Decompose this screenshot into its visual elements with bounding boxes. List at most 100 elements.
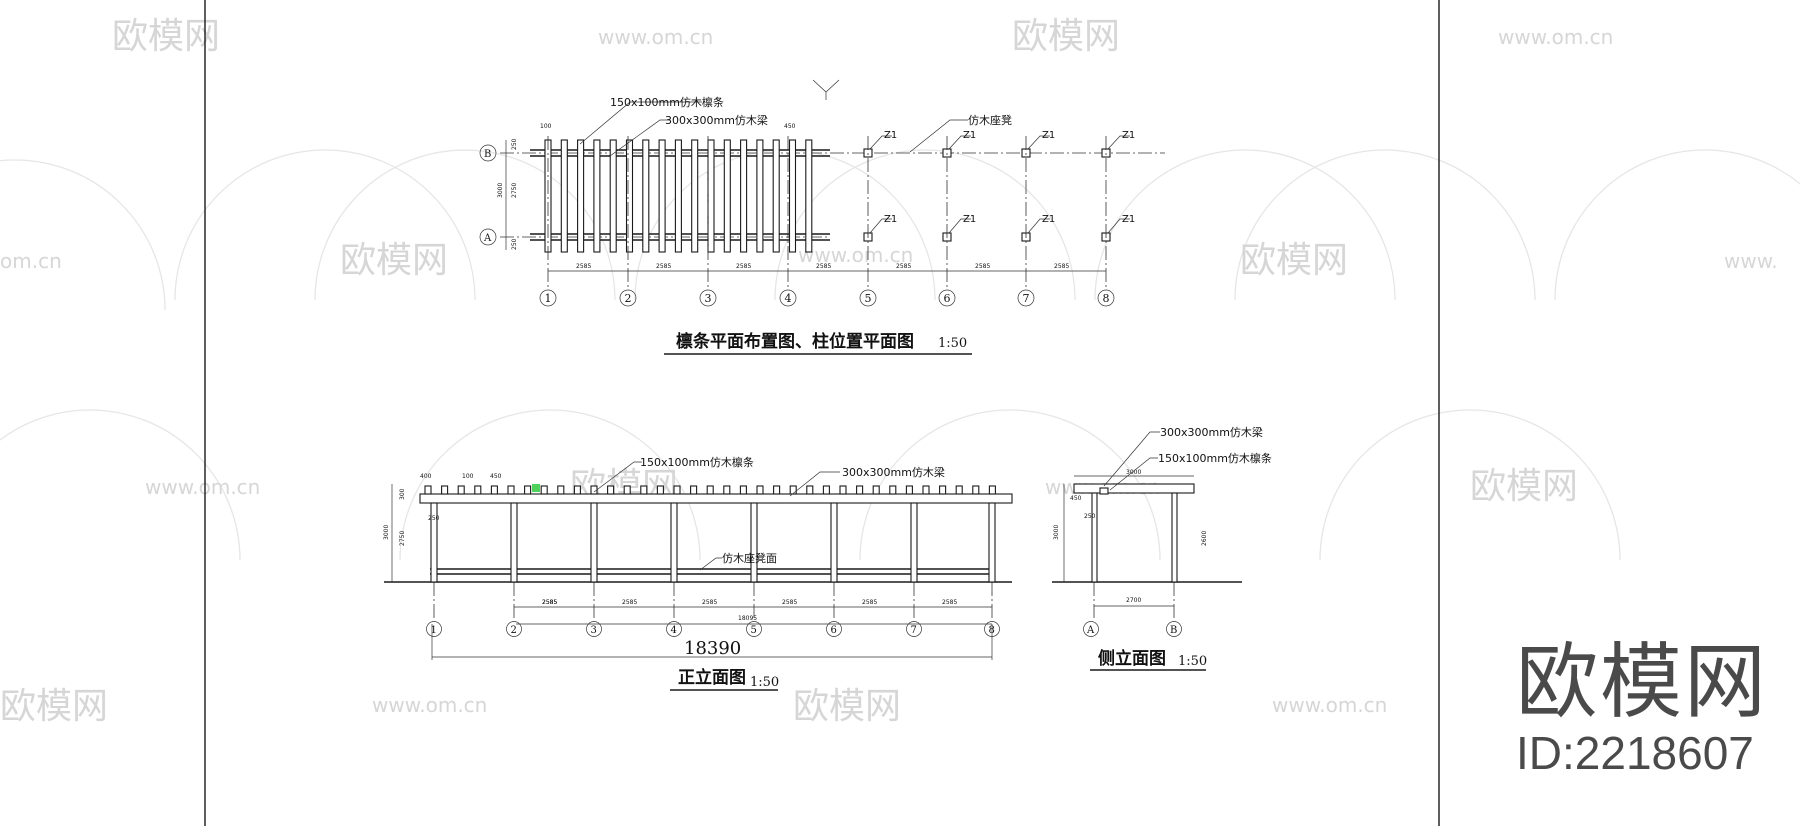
watermark-arc-8 [0, 409, 241, 561]
front-span-dim-1: 2585 [542, 599, 557, 606]
front-left-dim-clear: 2750 [399, 531, 406, 546]
front-purlin-21 [773, 485, 781, 495]
plan-axis-label-2: 3 [705, 292, 712, 305]
front-span-dim-6: 2585 [942, 599, 957, 606]
plan-axis-bubble-2 [699, 289, 717, 307]
plan-column-tag-a-4: Z1 [884, 214, 897, 225]
watermark-logo-3: 欧模网 [1240, 240, 1348, 281]
front-purlin-17 [706, 485, 714, 495]
side-scale: 1:50 [1178, 654, 1207, 669]
front-purlin-3 [474, 485, 482, 495]
front-top-dim-spacing: 450 [490, 473, 502, 480]
front-purlin-30 [922, 485, 930, 495]
plan-purlin-14 [772, 139, 780, 253]
plan-axis-bubble-3 [779, 289, 797, 307]
plan-span-dim-0: 2585 [576, 263, 591, 270]
front-purlin-0 [424, 485, 432, 495]
watermark-url-prefix: www. [1724, 249, 1778, 273]
plan-axis-bubble-1 [619, 289, 637, 307]
plan-column-leader-b-7 [1107, 135, 1130, 150]
front-purlin-27 [872, 485, 880, 495]
front-column-2 [590, 502, 598, 583]
callout-front-purlin: 150x100mm仿木檩条 [640, 455, 754, 469]
plan-span-dim-6: 2585 [1054, 263, 1069, 270]
front-purlin-32 [955, 485, 963, 495]
plan-purlin-12 [740, 139, 748, 253]
watermark-logo-6: 欧模网 [793, 686, 901, 727]
plan-top-dim-spacing: 450 [784, 123, 796, 130]
side-height-dim-right: 2600 [1201, 531, 1208, 546]
plan-top-dim-purlin: 100 [540, 123, 552, 130]
front-purlin-33 [972, 485, 980, 495]
front-purlin-16 [690, 485, 698, 495]
front-span-dim-5: 2585 [862, 599, 877, 606]
front-purlin-11 [607, 485, 615, 495]
watermark-arc-0 [0, 159, 166, 311]
side-height-dim-col: 250 [1084, 513, 1096, 520]
front-axis-label-6: 7 [911, 625, 917, 636]
front-axis-label-1: 2 [511, 625, 517, 636]
side-top-dim: 3000 [1126, 469, 1141, 476]
watermark-url-6: www.om.cn [798, 243, 913, 267]
front-purlin-24 [822, 485, 830, 495]
front-highlight-mark [532, 484, 540, 492]
plan-axis-label-5: 6 [944, 292, 951, 305]
front-purlin-19 [739, 485, 747, 495]
leader-plan-purlin [579, 101, 702, 145]
callout-plan-beam: 300x300mm仿木梁 [665, 113, 768, 127]
front-purlin-29 [905, 485, 913, 495]
plan-axis-bubble-4 [859, 289, 877, 307]
side-top-beam [1073, 483, 1195, 494]
north-arrow-icon [812, 79, 840, 100]
plan-span-dim-3: 2585 [816, 263, 831, 270]
plan-column-leader-a-5 [948, 218, 971, 234]
watermark-url-0: www.om.cn [598, 25, 713, 49]
front-axis-label-5: 6 [831, 625, 837, 636]
plan-column-tag-b-7: Z1 [1122, 130, 1135, 141]
front-axis-label-4: 5 [751, 625, 757, 636]
plan-purlin-7 [658, 139, 666, 253]
plan-axis-bubble-7 [1097, 289, 1115, 307]
front-span-dim-0: 2585 [542, 599, 557, 606]
plan-purlin-1 [560, 139, 568, 253]
plan-purlin-10 [707, 139, 715, 253]
front-overall-dim: 18095 [738, 615, 757, 622]
front-top-dim-purlin: 100 [462, 473, 474, 480]
front-axis-bubble-6 [906, 621, 922, 637]
plan-axis-label-b: B [484, 149, 491, 160]
plan-purlin-3 [593, 139, 601, 253]
front-purlin-6 [524, 485, 532, 495]
plan-left-dim-inner: 2750 [511, 183, 518, 198]
callout-side-purlin: 150x100mm仿木檩条 [1158, 451, 1272, 465]
plan-purlin-6 [642, 139, 650, 253]
side-axis-label-a: A [1086, 625, 1095, 636]
watermark-url-fragment: om.cn [0, 249, 62, 273]
front-purlin-2 [457, 485, 465, 495]
front-purlin-22 [789, 485, 797, 495]
leader-front-seat [699, 557, 722, 571]
brand-name: 欧模网 [1516, 635, 1769, 730]
plan-span-dim-1: 2585 [656, 263, 671, 270]
plan-axis-bubble-6 [1017, 289, 1035, 307]
front-left-dim-col: 250 [428, 515, 440, 522]
plan-purlin-2 [577, 139, 585, 253]
plan-left-dim-bottom: 250 [511, 238, 518, 250]
watermark-logo-1: 欧模网 [1012, 16, 1120, 57]
front-purlin-group [424, 485, 996, 495]
watermark-arc-5 [1094, 149, 1396, 301]
watermark-arc-6 [1234, 149, 1536, 301]
side-column-a [1091, 492, 1098, 583]
plan-left-dim-total: 3000 [497, 183, 504, 198]
plan-column-leader-b-6 [1027, 135, 1050, 150]
front-purlin-13 [640, 485, 648, 495]
front-left-dim-total: 3000 [383, 525, 390, 540]
watermark-logo-0: 欧模网 [112, 16, 220, 57]
front-purlin-31 [939, 485, 947, 495]
leader-front-beam [789, 471, 840, 497]
front-left-dim-beam: 300 [399, 488, 406, 500]
front-total-length: 18390 [684, 638, 741, 659]
callout-side-beam: 300x300mm仿木梁 [1160, 425, 1263, 439]
